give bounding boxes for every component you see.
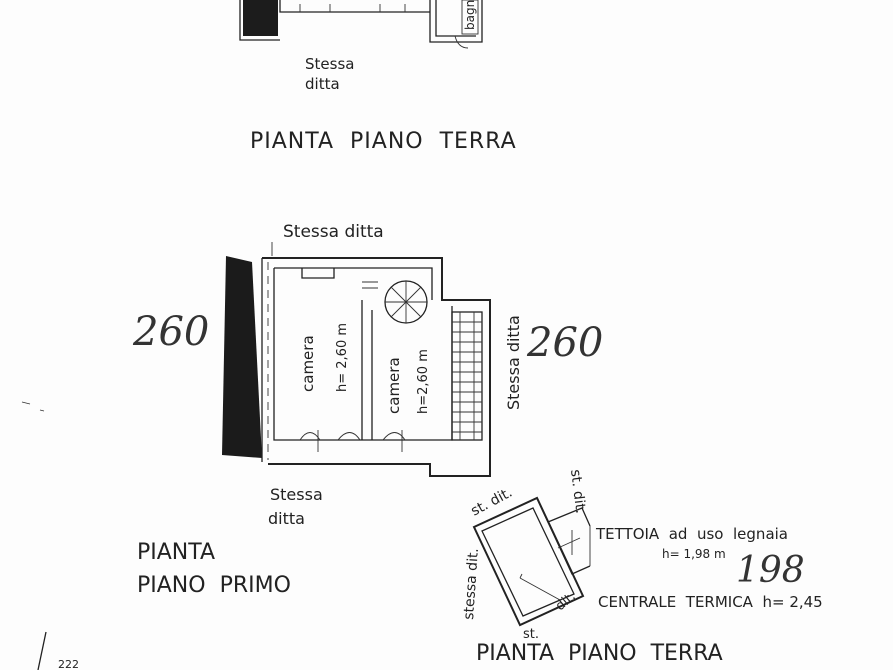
- bagno-box: [461, 0, 479, 35]
- ff-dark-wall: [222, 256, 262, 458]
- corner-mark: [37, 631, 47, 670]
- room1-name: camera: [299, 335, 317, 392]
- ff-neighbor-bottom-line1: Stessa: [270, 485, 323, 504]
- annex-stessa-dit-left: stessa dit.: [461, 548, 482, 621]
- ff-title-line1: PIANTA: [137, 540, 215, 565]
- ff-neighbor-top: Stessa ditta: [283, 222, 384, 242]
- ff-neighbor-bottom-line2: ditta: [268, 509, 305, 528]
- annex-st-dit-right: st. dit.: [567, 469, 588, 515]
- bagno-label: bagno: [463, 0, 477, 30]
- ff-hand-left: 260: [132, 309, 209, 355]
- top-dark-wall: [243, 0, 278, 36]
- exterior-stair: [451, 311, 483, 441]
- room1-height: h= 2,60 m: [335, 323, 350, 392]
- top-partial-plan: bagno: [239, 0, 483, 49]
- annex-plan-title: PIANTA PIANO TERRA: [476, 641, 723, 666]
- ff-hand-right: 260: [526, 320, 603, 366]
- scan-specks: [21, 401, 45, 412]
- top-neighbor-line2: ditta: [305, 75, 340, 93]
- corner-note: 222: [58, 658, 79, 670]
- room2-name: camera: [385, 357, 403, 414]
- annex-plan: [472, 496, 591, 627]
- ff-title-line2: PIANO PRIMO: [137, 573, 291, 598]
- room2-height: h=2,60 m: [416, 349, 431, 414]
- top-plan-title: PIANTA PIANO TERRA: [250, 129, 517, 154]
- ff-neighbor-right: Stessa ditta: [504, 315, 523, 410]
- annex-dit-bottom: dit.: [553, 589, 579, 614]
- centrale-label: CENTRALE TERMICA h= 2,45: [598, 593, 823, 611]
- annex-st-dit-top: st. dit.: [468, 485, 515, 520]
- tettoia-label: TETTOIA ad uso legnaia: [595, 525, 788, 543]
- first-floor-plan: [222, 256, 491, 477]
- annex-st-bottom: st.: [523, 627, 539, 642]
- annex-hand-198: 198: [736, 550, 805, 591]
- tettoia-height: h= 1,98 m: [662, 547, 726, 561]
- top-neighbor-line1: Stessa: [305, 55, 354, 73]
